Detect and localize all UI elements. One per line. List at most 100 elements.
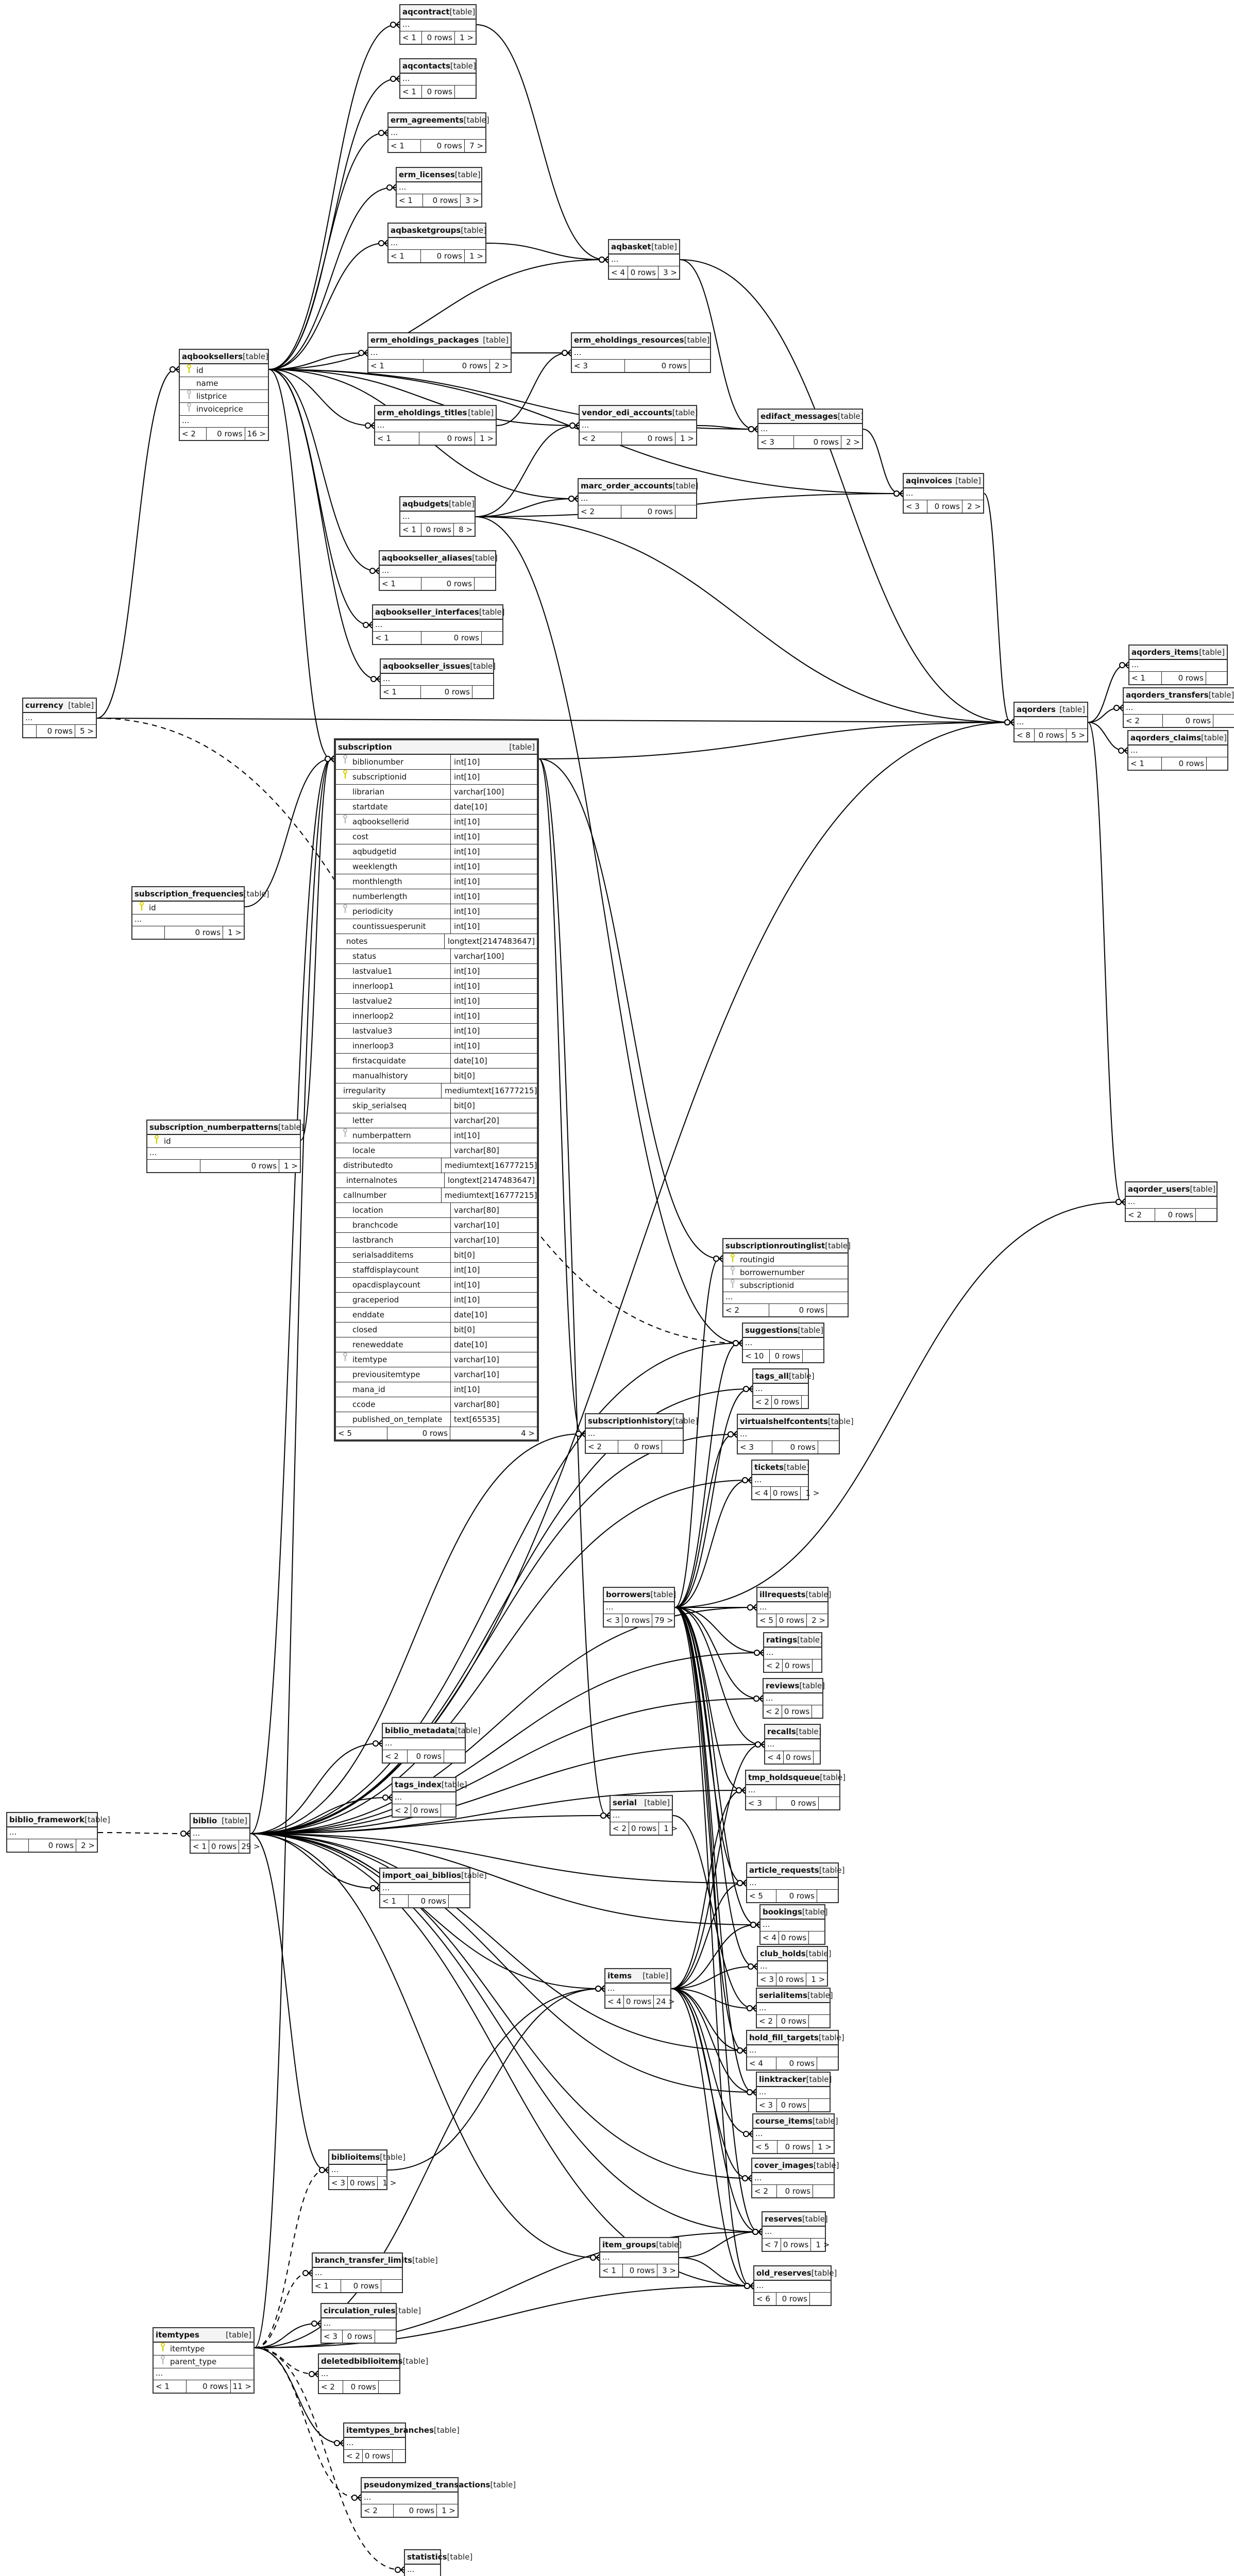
table-name[interactable]: reserves <box>765 2214 802 2224</box>
table-header[interactable]: aqorders_items[table] <box>1129 646 1227 660</box>
parents-count[interactable]: < 2 <box>344 2450 363 2462</box>
table-name[interactable]: subscriptionroutinglist <box>725 1241 825 1250</box>
table-statistics[interactable]: statistics[table]...< 20 rows <box>404 2549 472 2576</box>
parents-count[interactable]: < 2 <box>319 2381 343 2393</box>
table-name[interactable]: biblio_metadata <box>385 1726 455 1735</box>
parents-count[interactable]: < 6 <box>754 2293 776 2305</box>
table-header[interactable]: aqbooksellers[table] <box>180 350 268 364</box>
table-name[interactable]: item_groups <box>602 2240 656 2249</box>
children-count[interactable] <box>689 360 710 372</box>
children-count[interactable]: 1 > <box>805 1488 820 1498</box>
children-count[interactable]: 1 > <box>664 1824 678 1833</box>
table-name[interactable]: aqorders_items <box>1131 648 1199 657</box>
table-name[interactable]: pseudonymized_transactions <box>364 2480 491 2489</box>
table-header[interactable]: item_groups[table] <box>600 2238 682 2252</box>
table-header[interactable]: reviews[table] <box>764 1679 825 1693</box>
children-count[interactable]: 3 > <box>662 2266 676 2275</box>
table-name[interactable]: aqbookseller_interfaces <box>375 607 479 617</box>
table-name[interactable]: erm_eholdings_resources <box>574 335 684 345</box>
table-header[interactable]: aqorders[table] <box>1015 703 1087 717</box>
children-count[interactable] <box>472 686 493 698</box>
children-count[interactable]: 1 > <box>228 928 242 937</box>
table-header[interactable]: article_requests[table] <box>747 1863 844 1878</box>
children-count[interactable]: 7 > <box>469 141 483 150</box>
children-count[interactable]: 5 > <box>1071 731 1085 740</box>
parents-count[interactable]: < 1 <box>373 632 422 644</box>
parents-count[interactable]: < 3 <box>757 2099 777 2111</box>
table-name[interactable]: erm_agreements <box>391 115 464 125</box>
children-count[interactable] <box>809 2015 830 2027</box>
table-name[interactable]: hold_fill_targets <box>749 2033 819 2042</box>
children-count[interactable]: 1 > <box>284 1161 298 1171</box>
table-name[interactable]: bookings <box>763 1907 802 1917</box>
parents-count[interactable]: < 1 <box>400 523 421 536</box>
table-header[interactable]: edifact_messages[table] <box>758 410 864 424</box>
parents-count[interactable]: < 2 <box>764 1705 782 1718</box>
table-header[interactable]: aqbookseller_issues[table] <box>381 659 496 674</box>
parents-count[interactable]: < 5 <box>757 1614 776 1626</box>
table-name[interactable]: cover_images <box>754 2161 814 2170</box>
parents-count[interactable]: < 5 <box>336 1427 387 1439</box>
column-row[interactable]: borrowernumber <box>723 1266 848 1279</box>
children-count[interactable] <box>449 1895 469 1907</box>
table-header[interactable]: tickets[table] <box>752 1461 809 1475</box>
parents-count[interactable]: < 1 <box>400 31 422 44</box>
table-name[interactable]: old_reserves <box>756 2268 812 2278</box>
table-name[interactable]: article_requests <box>749 1866 819 1875</box>
parents-count[interactable]: < 4 <box>747 2057 776 2070</box>
table-name[interactable]: biblio <box>193 1816 217 1825</box>
table-name[interactable]: aqorders_transfers <box>1126 690 1209 700</box>
table-header[interactable]: erm_eholdings_resources[table] <box>572 333 710 348</box>
children-count[interactable] <box>381 2280 402 2292</box>
table-header[interactable]: aqbookseller_interfaces[table] <box>373 605 505 620</box>
children-count[interactable]: 1 > <box>811 1975 825 1984</box>
table-header[interactable]: aqcontract[table] <box>400 5 476 20</box>
table-name[interactable]: biblio_framework <box>9 1815 85 1824</box>
children-count[interactable] <box>813 2185 834 2197</box>
table-header[interactable]: subscription_frequencies[table] <box>132 887 269 902</box>
table-header[interactable]: items[table] <box>605 1969 670 1984</box>
table-name[interactable]: aqbudgets <box>402 499 449 509</box>
parents-count[interactable]: < 4 <box>752 1487 771 1499</box>
table-header[interactable]: aqinvoices[table] <box>904 474 983 488</box>
parents-count[interactable]: < 3 <box>904 500 927 513</box>
children-count[interactable]: 2 > <box>846 437 860 447</box>
table-name[interactable]: tickets <box>754 1463 784 1472</box>
parents-count[interactable]: < 4 <box>605 1995 624 2008</box>
parents-count[interactable]: < 1 <box>397 194 423 207</box>
parents-count[interactable]: < 3 <box>322 2330 343 2343</box>
table-header[interactable]: currency[table] <box>23 699 96 713</box>
children-count[interactable] <box>817 2057 838 2070</box>
